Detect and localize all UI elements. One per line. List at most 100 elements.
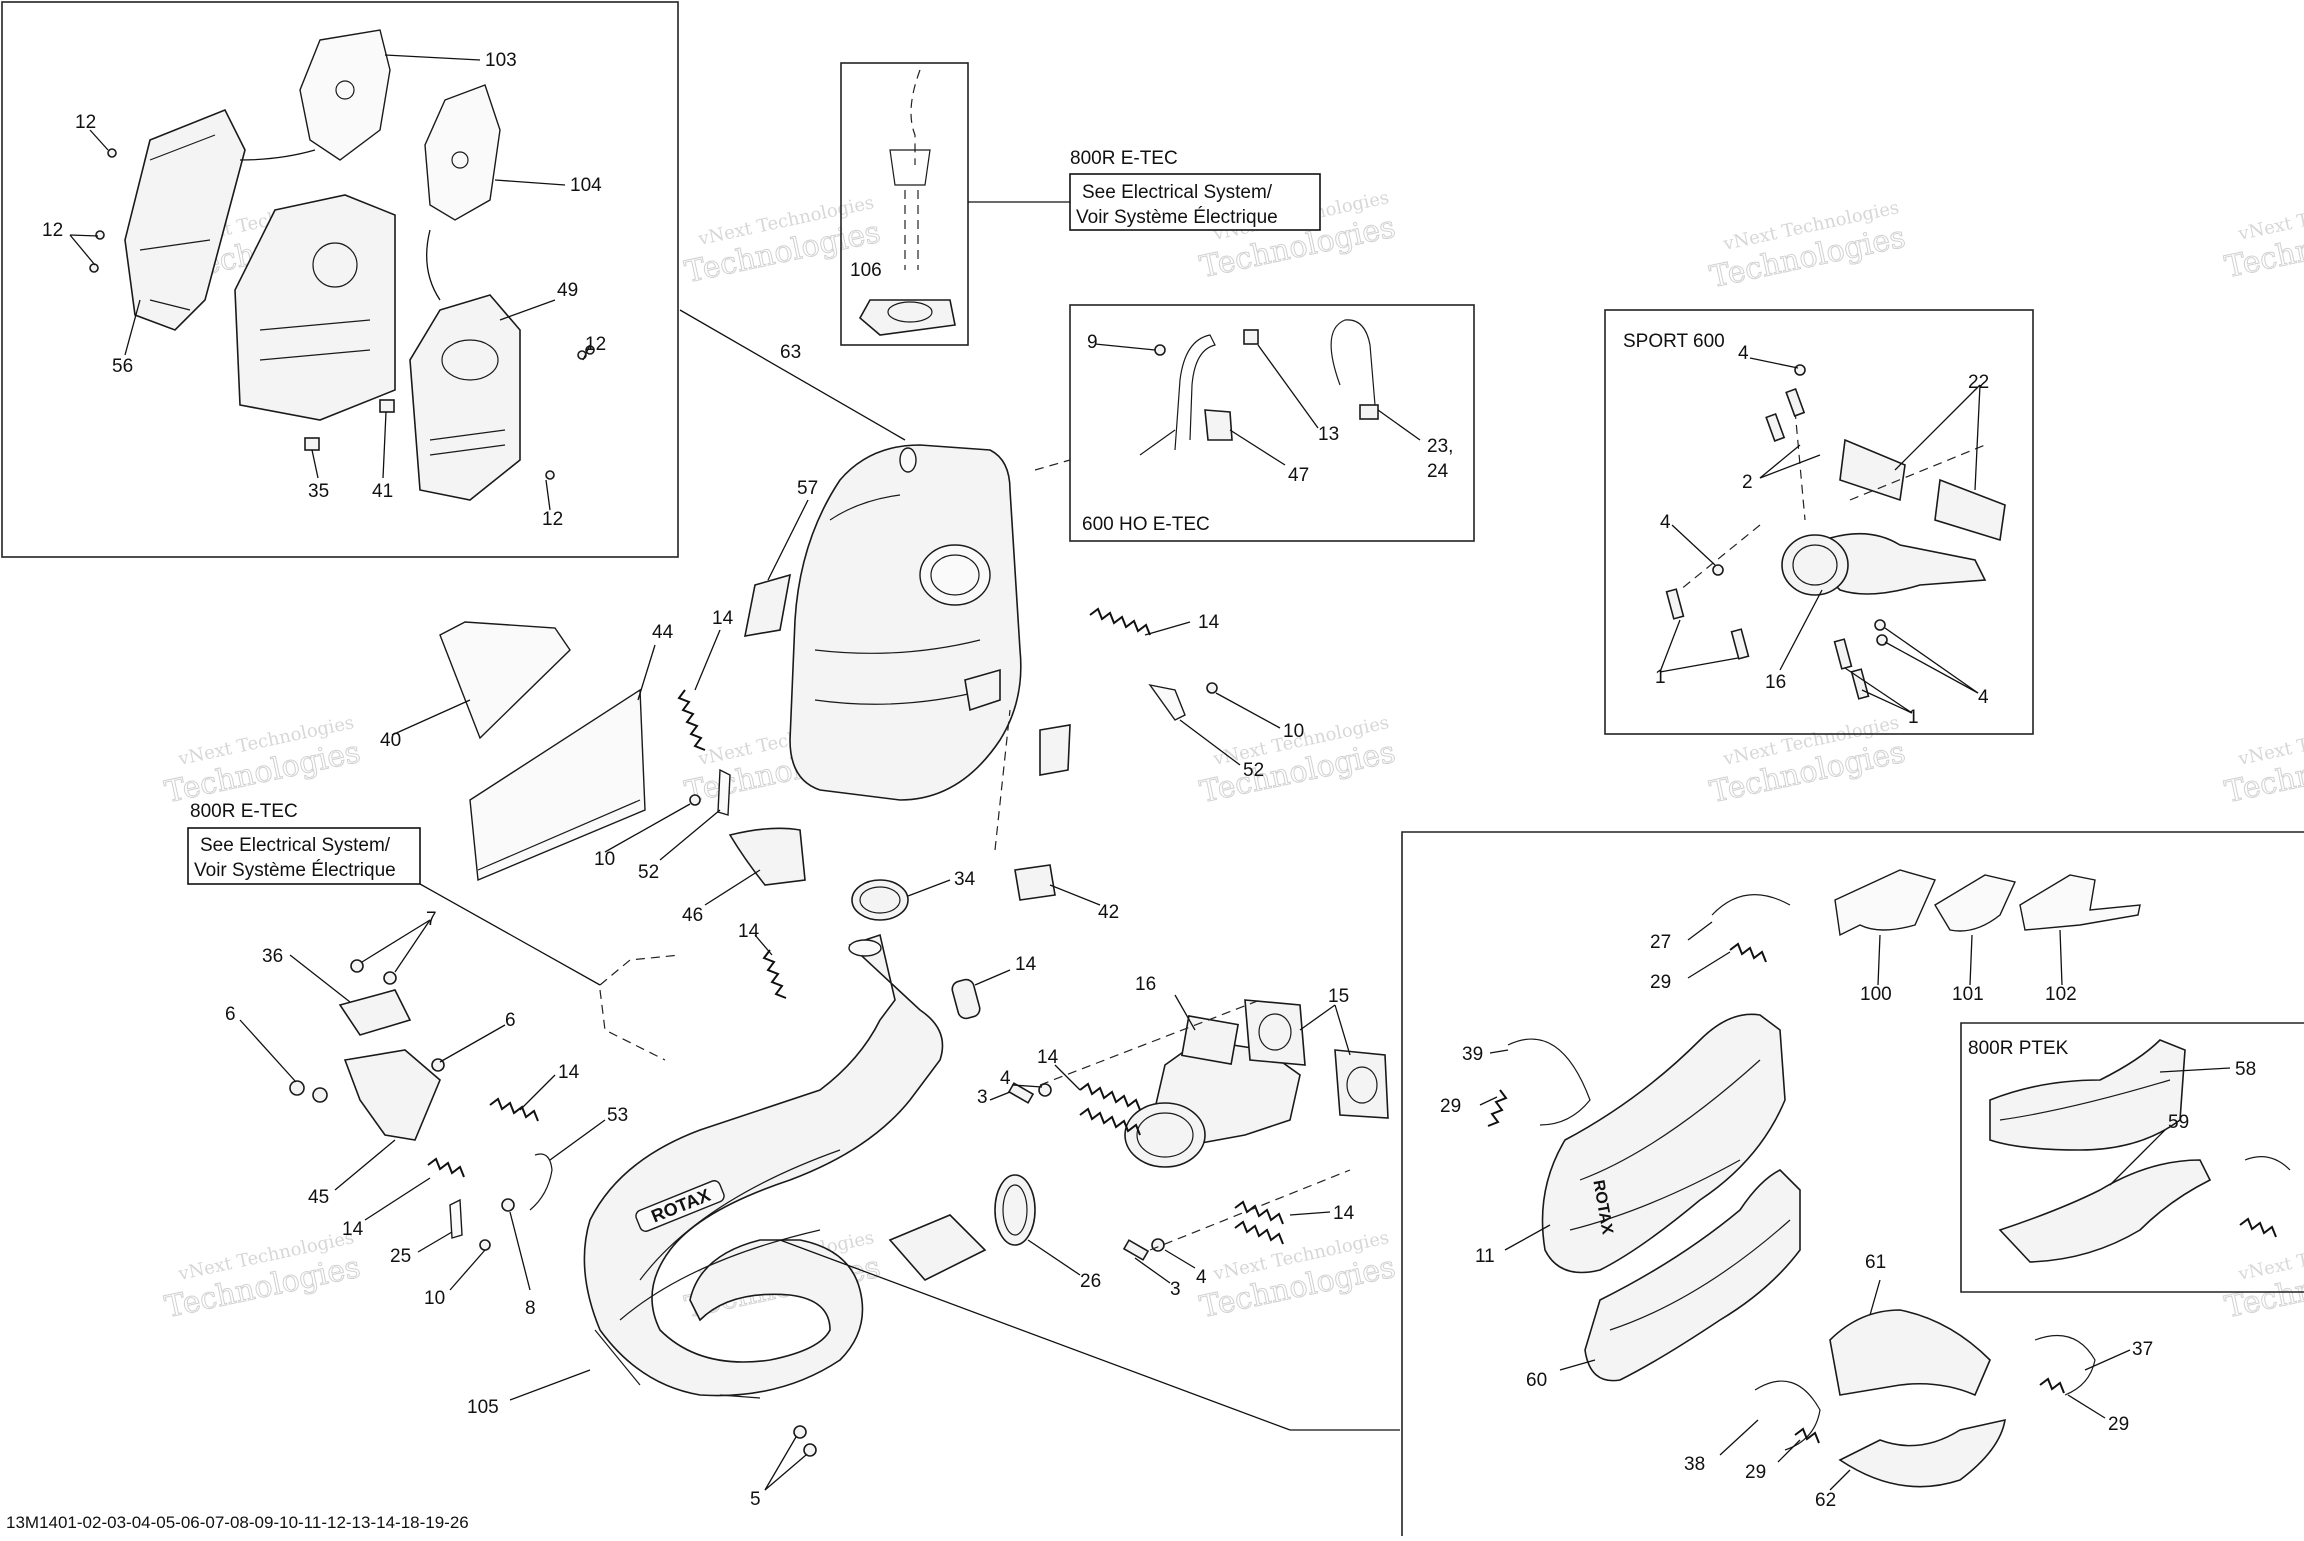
ptek-group: 800R PTEK 58 59 [1960, 1022, 2304, 1293]
clip-25 [449, 1198, 463, 1239]
label-42: 42 [1098, 902, 1119, 923]
washer-4 [1151, 1238, 1165, 1252]
spring-14 [677, 689, 706, 751]
leader-3 [1134, 1257, 1171, 1284]
shield-102 [2019, 874, 2141, 931]
clamp-38 [1754, 1380, 1821, 1451]
leader-1 [1861, 689, 1913, 714]
leader-14 [1054, 1064, 1081, 1091]
screw-12 [545, 470, 555, 480]
pipe-58 [1989, 1039, 2186, 1151]
leader-49 [499, 299, 556, 321]
nut-10 [1206, 682, 1218, 694]
sensor-probe [1139, 429, 1176, 456]
manifold-16-inner [1792, 544, 1838, 586]
label-29: 29 [1440, 1096, 1461, 1117]
silencer-63 [789, 444, 1022, 801]
leader-102 [2059, 929, 2063, 986]
pipe-shield-frame [1401, 831, 2304, 1536]
leader-14 [694, 629, 721, 691]
drawing-code: 13M1401-02-03-04-05-06-07-08-09-10-11-12… [6, 1513, 469, 1532]
silencer-outlet [919, 544, 991, 606]
sensor-clip [858, 299, 956, 336]
label-14: 14 [1037, 1047, 1059, 1068]
nut-10 [689, 794, 701, 806]
pipe-shield-group: 100 101 102 27 29 39 29 ROTAX 11 60 61 [1401, 831, 2304, 1536]
leader-4 [1884, 641, 1979, 694]
label-10: 10 [424, 1288, 445, 1309]
clamp-37 [2034, 1334, 2096, 1396]
sensor-106-group: 106 800R E-TEC See Electrical System/ Vo… [840, 62, 1321, 346]
label-4: 4 [1660, 512, 1671, 533]
electrical-note-line2-left: Voir Système Électrique [194, 860, 396, 881]
label-14: 14 [558, 1062, 580, 1083]
leader-4 [1164, 1249, 1196, 1269]
plate-36 [338, 989, 412, 1036]
label-6: 6 [225, 1004, 236, 1025]
assembly-arrow [426, 229, 441, 301]
rotax-plate [635, 1180, 725, 1232]
label-53: 53 [607, 1105, 628, 1126]
washer-4 [1874, 619, 1886, 631]
manifold-16 [1798, 532, 1987, 595]
spring-14 [1079, 1082, 1141, 1111]
shield-44-edge [477, 799, 641, 871]
label-58: 58 [2235, 1059, 2256, 1080]
label-12: 12 [542, 509, 563, 530]
label-14: 14 [1015, 954, 1037, 975]
gasket-15b-hole [1346, 1066, 1378, 1104]
label-2: 2 [1742, 472, 1753, 493]
leader-38 [1719, 1419, 1759, 1456]
label-1: 1 [1908, 707, 1919, 728]
electrical-note-line2: Voir Système Électrique [1076, 207, 1278, 228]
bracket-45 [343, 1049, 441, 1141]
leader-12 [582, 344, 591, 361]
leader-100 [1877, 934, 1881, 986]
label-36: 36 [262, 946, 283, 967]
screw-7 [350, 959, 364, 973]
electrical-note-line1: See Electrical System/ [1082, 182, 1273, 203]
leader-34 [907, 879, 951, 897]
housing-ribs [259, 319, 371, 361]
label-5: 5 [750, 1489, 761, 1510]
label-63: 63 [780, 342, 801, 363]
leader-35 [311, 449, 319, 479]
leader-12 [545, 479, 551, 511]
sport-assembly-lines [1679, 409, 1986, 591]
spring-29 [1729, 942, 1767, 963]
clamp-ptek [2244, 1156, 2291, 1171]
clip-41 [379, 399, 395, 413]
label-14: 14 [342, 1219, 364, 1240]
shield-56-detail [139, 134, 216, 311]
ring-26 [994, 1174, 1036, 1246]
leader-6 [239, 1019, 297, 1083]
temp-sensor-47 [1174, 334, 1216, 451]
sticker-57 [743, 573, 792, 637]
leader-electrical [419, 883, 601, 986]
bolt-1 [1665, 588, 1685, 620]
leader-59 [2109, 1129, 2166, 1186]
label-34: 34 [954, 869, 976, 890]
leader-8 [509, 1211, 531, 1291]
label-8: 8 [525, 1298, 536, 1319]
label-14: 14 [712, 608, 734, 629]
label-40: 40 [380, 730, 401, 751]
model-sport-600: SPORT 600 [1623, 331, 1725, 352]
label-25: 25 [390, 1246, 411, 1267]
label-6: 6 [505, 1010, 516, 1031]
leader-62 [1829, 1469, 1851, 1491]
bolt-1 [1765, 412, 1786, 442]
model-800r-etec: 800R E-TEC [1070, 148, 1178, 169]
leader-56 [124, 299, 141, 356]
shield-60-contour [1609, 1219, 1791, 1331]
shield-62 [1838, 1418, 2006, 1488]
washer-4 [1876, 634, 1888, 646]
label-26: 26 [1080, 1271, 1101, 1292]
leader-16 [1779, 589, 1823, 671]
leader-12 [69, 234, 99, 237]
leader-6 [439, 1024, 506, 1063]
leader-4 [1671, 524, 1716, 566]
label-1: 1 [1655, 667, 1666, 688]
label-10: 10 [594, 849, 615, 870]
label-103: 103 [485, 50, 517, 71]
